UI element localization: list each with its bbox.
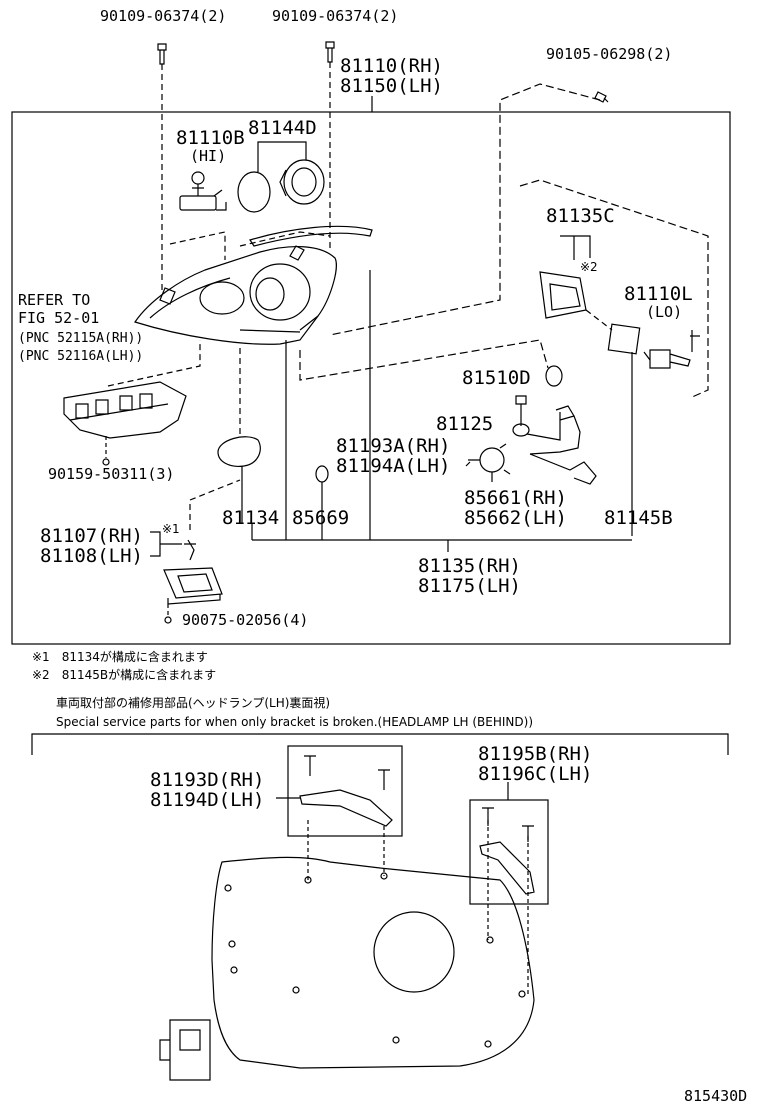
label-cover: 81135C [546, 205, 615, 227]
label-bracket-b-rh: 81195B(RH) [478, 743, 593, 765]
bracket-b-icon[interactable] [479, 807, 535, 895]
bolt-left-icon[interactable] [157, 43, 167, 290]
bulb-lo-icon[interactable] [643, 330, 700, 369]
actuator-dash [189, 479, 241, 530]
label-housing-lh: 81175(LH) [418, 575, 521, 597]
label-unit2-rh: 85661(RH) [464, 487, 567, 509]
label-bolt-left: 90109-06374(2) [100, 7, 227, 25]
label-refer1: REFER TO [18, 291, 91, 309]
bracket-dash [107, 340, 201, 387]
bracket-d-icon[interactable] [299, 755, 393, 827]
label-cap: 81144D [248, 117, 317, 139]
oring-icon[interactable] [315, 465, 329, 483]
note-1: ※1 81134が構成に含まれます [32, 650, 208, 664]
housing-dash-left [169, 231, 226, 260]
cover-plate-icon[interactable] [539, 235, 591, 319]
service-frame [31, 733, 729, 755]
trim-strip[interactable] [249, 225, 373, 247]
side-bracket-icon[interactable] [63, 381, 187, 439]
label-gasket: 81134 [222, 507, 280, 529]
figure-id: 815430D [684, 1087, 748, 1105]
label-refer4: (PNC 52116A(LH)) [18, 349, 144, 364]
label-unit2-lh: 85662(LH) [464, 507, 567, 529]
label-clip: 90159-50311(3) [48, 465, 175, 483]
connector-block-icon[interactable] [159, 1019, 211, 1081]
cover-dash [585, 309, 613, 331]
screw-right-icon[interactable] [594, 91, 609, 103]
housing-dash-center [239, 231, 331, 247]
housing-bracket-tree [251, 270, 632, 552]
headlamp-back-panel[interactable] [211, 856, 535, 1069]
label-gasket-b: 81145B [604, 507, 673, 529]
note-2: ※2 81145Bが構成に含まれます [32, 668, 217, 682]
screw-bottom-icon[interactable] [164, 616, 172, 624]
clip-icon[interactable] [102, 458, 110, 466]
actuator-icon[interactable] [163, 539, 223, 605]
service-title-en: Special service parts for when only brac… [56, 715, 534, 729]
label-bulb-hi: 81110B [176, 127, 245, 149]
label-bracket-a-rh: 81193A(RH) [336, 435, 451, 457]
service-title-jp: 車両取付部の補修用部品(ヘッドランプ(LH)裏面視) [56, 696, 331, 710]
label-bracket-d-lh: 81194D(LH) [150, 789, 265, 811]
gasket-81134-icon[interactable] [217, 436, 261, 467]
label-cover-note: ※2 [580, 260, 598, 274]
socket-wire-icon[interactable] [512, 395, 597, 485]
label-screw-bottom: 90075-02056(4) [182, 611, 309, 629]
label-socket: 81125 [436, 413, 494, 435]
label-oring: 85669 [292, 507, 350, 529]
label-level: 81510D [462, 367, 531, 389]
gasket-square-icon[interactable] [607, 323, 641, 355]
label-unit-lh: 81150(LH) [340, 75, 443, 97]
label-bulb-hi-sub: (HI) [190, 147, 227, 165]
label-bolt-center: 90109-06374(2) [272, 7, 399, 25]
cap-ring-icon[interactable] [237, 141, 325, 213]
bracket-d-box [287, 745, 403, 837]
lamp-unit2-icon[interactable] [465, 443, 511, 475]
label-bulb-lo: 81110L [624, 283, 693, 305]
bulb-hi-icon[interactable] [179, 171, 227, 211]
label-actuator-lh: 81108(LH) [40, 545, 143, 567]
label-unit-rh: 81110(RH) [340, 55, 443, 77]
dash-guide-right [329, 83, 601, 336]
bolt-center-icon[interactable] [325, 41, 335, 250]
label-actuator-note: ※1 [162, 522, 180, 536]
label-refer3: (PNC 52115A(RH)) [18, 331, 144, 346]
level-cap-icon[interactable] [545, 365, 563, 387]
label-bulb-lo-sub: (LO) [646, 303, 683, 321]
headlamp-housing[interactable] [134, 245, 337, 345]
label-actuator-rh: 81107(RH) [40, 525, 143, 547]
actuator-bracket [150, 531, 182, 557]
label-housing-rh: 81135(RH) [418, 555, 521, 577]
label-bracket-a-lh: 81194A(LH) [336, 455, 451, 477]
dash-guide-cover [519, 179, 709, 399]
label-screw-right: 90105-06298(2) [546, 45, 673, 63]
label-bracket-d-rh: 81193D(RH) [150, 769, 265, 791]
label-refer2: FIG 52-01 [18, 309, 100, 327]
panel-dash [307, 820, 529, 994]
bracket-b-box [469, 799, 549, 905]
assembly-frame [11, 111, 731, 645]
label-bracket-c-lh: 81196C(LH) [478, 763, 593, 785]
dash-guide-bottom [299, 339, 549, 381]
